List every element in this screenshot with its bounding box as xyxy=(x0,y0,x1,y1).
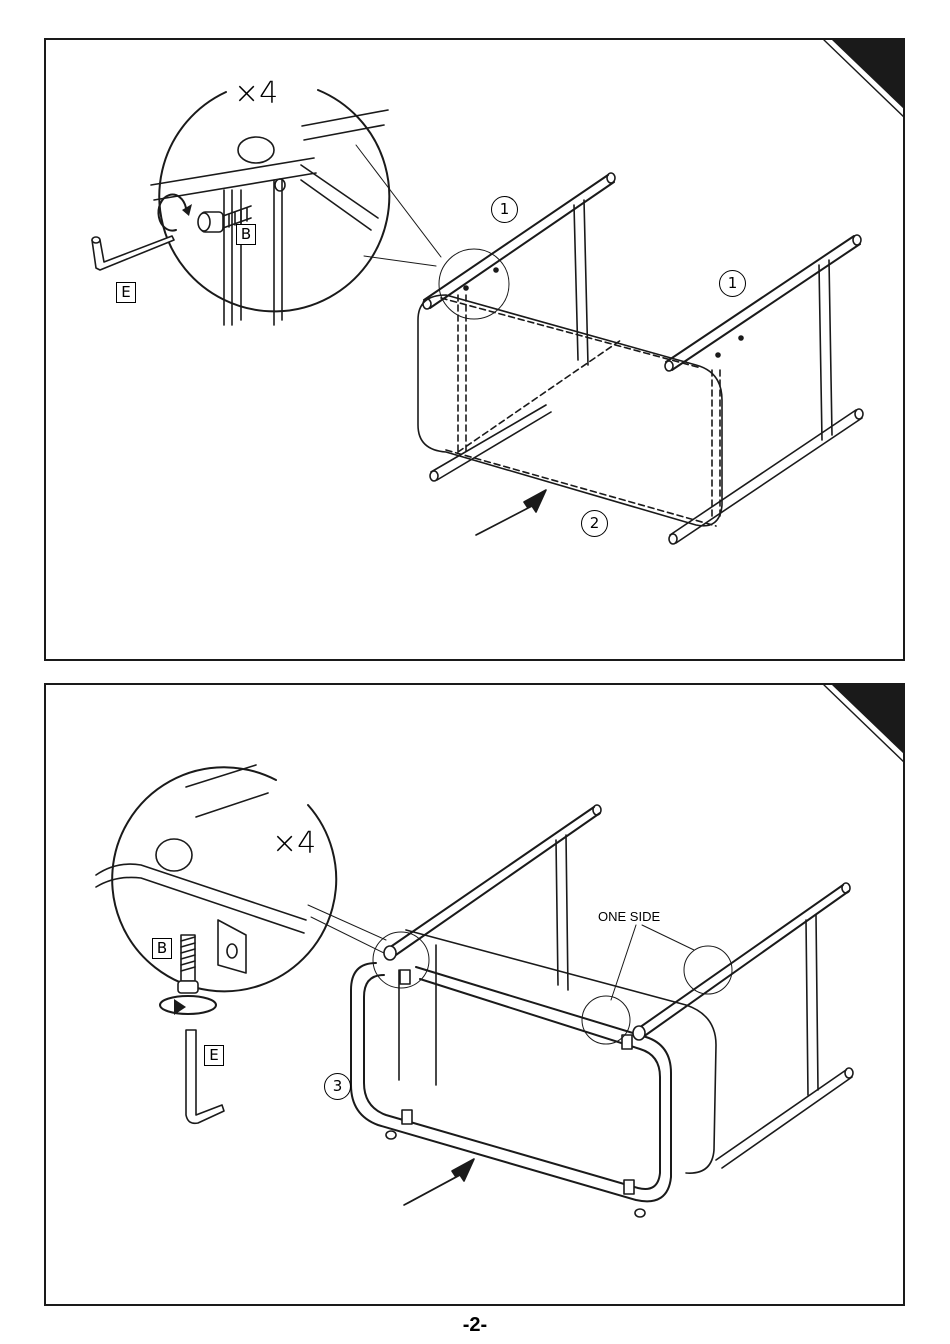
part-label-wrench: E xyxy=(204,1045,224,1066)
part-label-wrench: E xyxy=(116,282,136,303)
quantity-label: ×4 xyxy=(272,826,316,861)
quantity-label: ×4 xyxy=(234,76,278,111)
table-frame-2 xyxy=(351,805,853,1217)
part-label-bolt: B xyxy=(236,224,256,245)
one-side-note: ONE SIDE xyxy=(598,909,660,924)
callout-frame: 2 xyxy=(581,510,608,537)
callout-leg-right: 1 xyxy=(719,270,746,297)
callout-side-frame: 3 xyxy=(324,1073,351,1100)
detail-magnifier xyxy=(92,90,441,325)
step-panel-1: ×4 B E 1 1 2 xyxy=(44,38,905,661)
table-frame-1 xyxy=(418,173,863,544)
step-panel-2: ×4 B E 3 ONE SIDE xyxy=(44,683,905,1306)
page-number: -2- xyxy=(0,1314,950,1337)
step-1-illustration xyxy=(46,40,905,661)
detail-magnifier xyxy=(96,765,386,1123)
corner-tab xyxy=(832,685,905,757)
corner-tab xyxy=(832,40,905,112)
step-2-illustration xyxy=(46,685,905,1306)
callout-leg-left: 1 xyxy=(491,196,518,223)
part-label-bolt: B xyxy=(152,938,172,959)
